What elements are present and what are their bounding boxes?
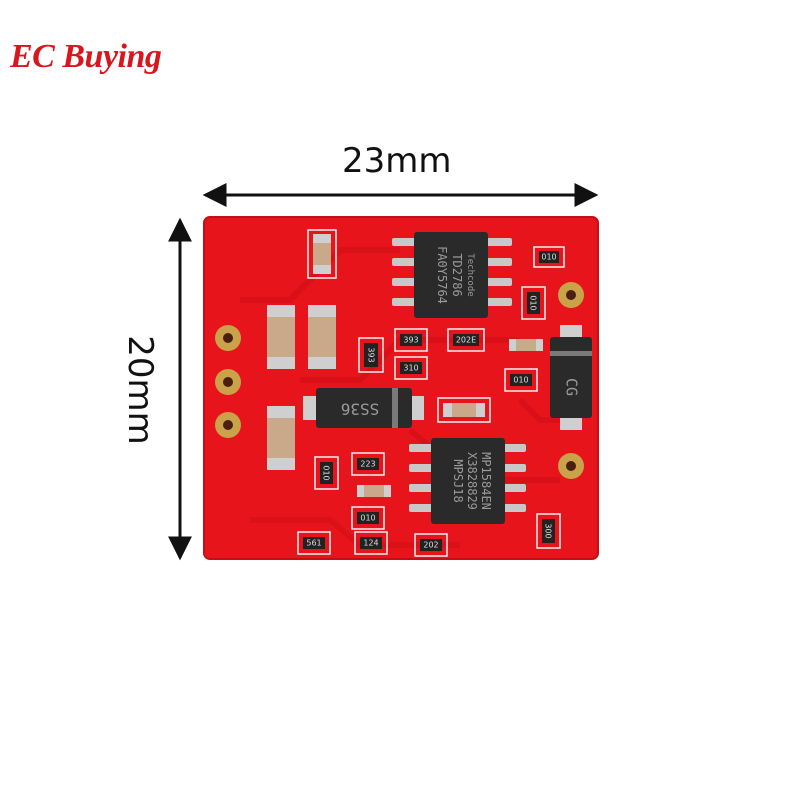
ic-u1-line3: FA0Y5764 bbox=[435, 246, 449, 304]
resistor-r-310: 310 bbox=[400, 362, 422, 374]
ic-u2-line3: MPSJ18 bbox=[451, 459, 465, 502]
resistor-r-393: 393 bbox=[364, 343, 378, 367]
resistor-r-561: 561 bbox=[303, 537, 325, 549]
svg-text:202: 202 bbox=[423, 541, 438, 550]
svg-text:561: 561 bbox=[306, 539, 321, 548]
diode-ss36-label: SS36 bbox=[341, 400, 380, 419]
diode-cg-label: CG bbox=[563, 378, 581, 396]
svg-text:010: 010 bbox=[513, 376, 528, 385]
svg-text:124: 124 bbox=[363, 539, 378, 548]
width-dimension-label: 23mm bbox=[342, 141, 452, 181]
ic-mp1584en: MP1584EN X3828829 MPSJ18 bbox=[409, 438, 526, 524]
resistor-r-393b: 393 bbox=[400, 334, 422, 346]
diode-cg: CG bbox=[550, 325, 592, 430]
svg-text:010: 010 bbox=[529, 295, 538, 310]
resistor-r-202e: 202E bbox=[453, 334, 479, 346]
right-solder-pads bbox=[558, 282, 584, 479]
resistor-r-right-vertical: 010 bbox=[527, 292, 540, 314]
svg-text:202E: 202E bbox=[456, 336, 476, 345]
svg-text:393: 393 bbox=[367, 347, 376, 362]
svg-text:010: 010 bbox=[322, 465, 331, 480]
left-solder-pads bbox=[215, 325, 241, 438]
ic-u1-line1: Techcode bbox=[465, 253, 475, 296]
resistor-r-124: 124 bbox=[360, 537, 382, 549]
brand-logo: EC Buying bbox=[10, 38, 162, 75]
svg-text:010: 010 bbox=[541, 253, 556, 262]
resistor-r-010-low: 010 bbox=[357, 512, 379, 524]
resistor-r-010-mid: 010 bbox=[510, 374, 532, 386]
resistor-r-010-left: 010 bbox=[320, 462, 333, 484]
resistor-r-300: 300 bbox=[542, 519, 555, 543]
ic-u2-line2: X3828829 bbox=[465, 452, 479, 510]
diode-ss36: SS36 bbox=[303, 388, 424, 428]
svg-text:393: 393 bbox=[403, 336, 418, 345]
ceramic-capacitors bbox=[267, 234, 543, 497]
svg-text:310: 310 bbox=[403, 364, 418, 373]
ic-td2786: Techcode TD2786 FA0Y5764 bbox=[392, 232, 512, 318]
svg-text:010: 010 bbox=[360, 514, 375, 523]
ic-u2-line1: MP1584EN bbox=[479, 452, 493, 510]
svg-text:223: 223 bbox=[360, 460, 375, 469]
svg-text:300: 300 bbox=[544, 523, 553, 538]
resistor-r-223: 223 bbox=[357, 458, 379, 470]
resistor-r-top-right: 010 bbox=[539, 251, 559, 263]
resistor-r-202: 202 bbox=[420, 539, 442, 551]
ic-u1-line2: TD2786 bbox=[450, 253, 464, 296]
silkscreen-outlines bbox=[297, 229, 565, 557]
